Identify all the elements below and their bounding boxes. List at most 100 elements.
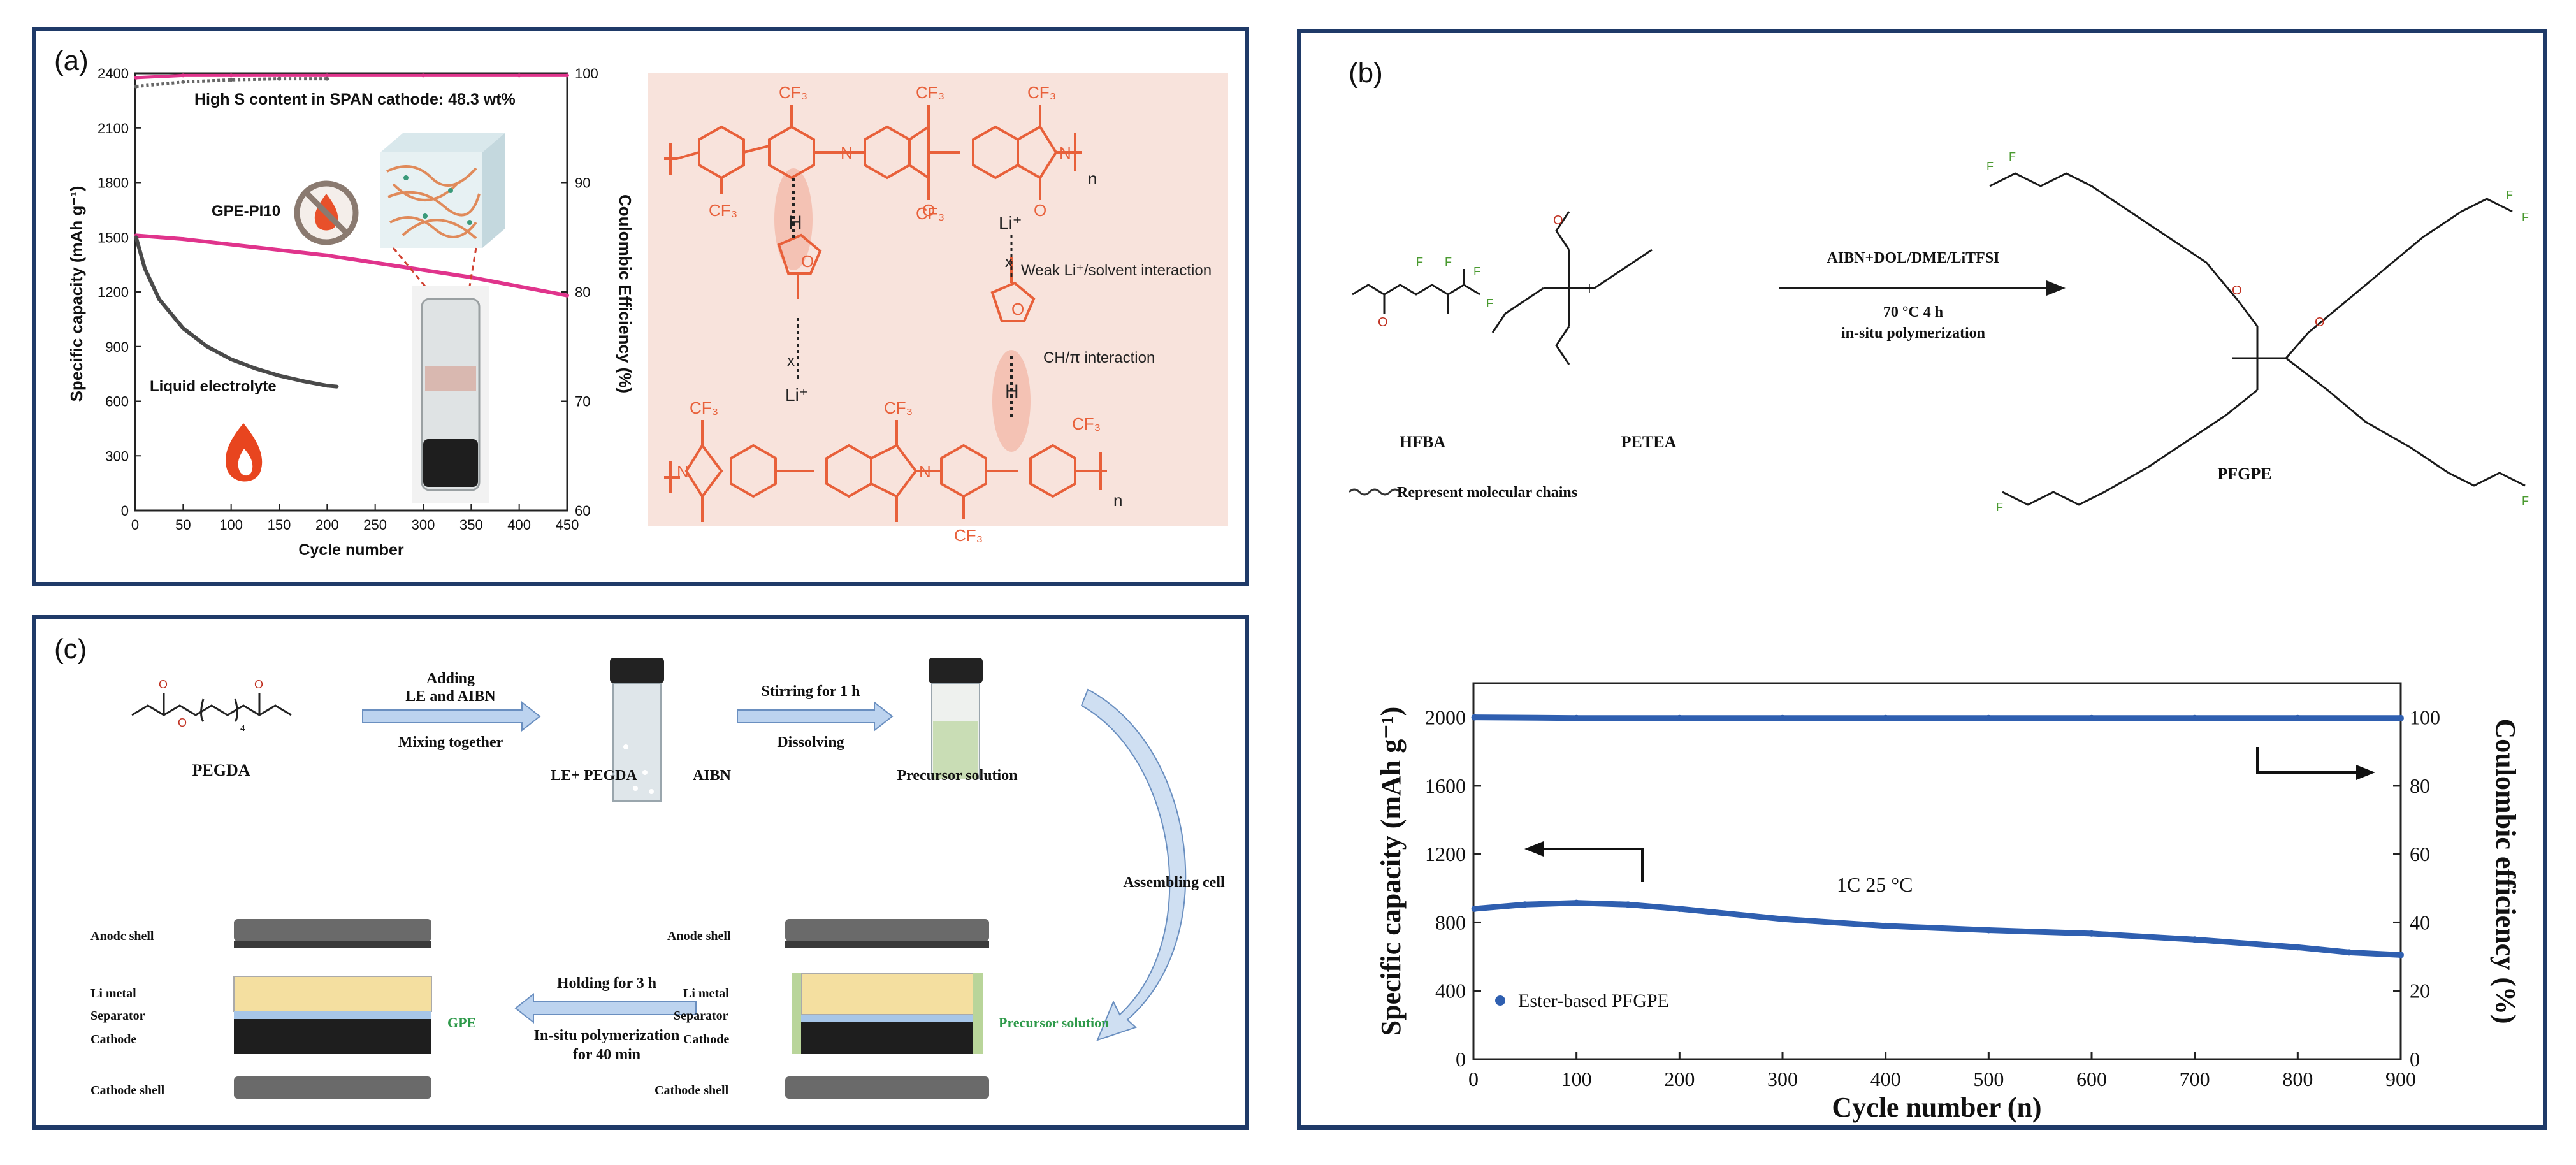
- right-axis-arrow: [2256, 747, 2356, 774]
- chart-b-y2tick-label: 20: [2410, 980, 2430, 1002]
- precursor-label: Precursor solution: [897, 767, 1017, 784]
- right-anode-shell: Anode shell: [667, 929, 731, 943]
- chart-a-series-0: [136, 233, 568, 298]
- cf3-label-2: CF₃: [709, 201, 737, 220]
- panel-b: (b) F F F F F F F: [1297, 29, 2547, 1130]
- hfba-label: HFBA: [1400, 433, 1445, 451]
- f-label-10: F: [2522, 495, 2529, 507]
- step1-bottom: Mixing together: [398, 734, 503, 751]
- chart-b-y2tick-label: 0: [2410, 1048, 2420, 1071]
- h-label-1: H: [788, 212, 802, 233]
- n-label-1: N: [841, 143, 853, 163]
- chart-b-xtick-label: 100: [1561, 1067, 1592, 1090]
- o-label-1: O: [801, 252, 814, 271]
- chart-b-point: [2398, 714, 2404, 721]
- chart-a-point: [301, 379, 305, 384]
- chart-b-point: [1882, 922, 1889, 929]
- chart-a-point: [373, 261, 377, 265]
- chart-b-point: [1573, 899, 1580, 906]
- chart-b-point: [1985, 714, 1992, 721]
- n-label-4: N: [919, 462, 931, 481]
- chart-b-ytick-label: 400: [1435, 980, 1466, 1002]
- chart-a-xtick-label: 100: [219, 517, 243, 533]
- chart-a-ytick-label: 1200: [98, 284, 129, 300]
- cf3-label-9: CF₃: [954, 526, 983, 545]
- chart-a-point: [143, 266, 147, 270]
- n-label-2: N: [1059, 143, 1071, 163]
- chart-b-xtick-label: 300: [1767, 1067, 1798, 1090]
- precursor-side-label: Precursor solution: [999, 1015, 1109, 1031]
- right-li-metal: Li metal: [683, 987, 729, 1001]
- left-anodc-shell: Anodc shell: [90, 929, 154, 943]
- o-label-b1: O: [1378, 315, 1388, 329]
- f-label-8: F: [2522, 211, 2529, 224]
- h-label-2: H: [1005, 381, 1019, 402]
- chart-a-point: [229, 357, 233, 361]
- chart-a-point: [134, 75, 138, 80]
- chart-a-point: [253, 366, 257, 371]
- chart-a-point: [181, 237, 185, 242]
- weak-interaction-label: Weak Li⁺/solvent interaction: [1021, 262, 1212, 279]
- chart-a-point: [181, 326, 185, 331]
- panel-a: (a) High S content in SPAN cathode: 48.3…: [32, 27, 1249, 586]
- chart-a-label-liquid: Liquid electrolyte: [150, 378, 277, 395]
- panel-c-svg: O O O 4 PEGDA Adding LE and AIBN Mixing …: [90, 658, 1225, 1099]
- chart-b-point: [2294, 944, 2301, 951]
- chart-b-xtick-label: 700: [2180, 1067, 2210, 1090]
- chart-a-point: [421, 73, 425, 78]
- panel-c: (c) O O O 4 PEGDA Adding LE and AIBN Mix…: [32, 615, 1249, 1130]
- chart-a-xtick-label: 400: [507, 517, 531, 533]
- chart-b-point: [2398, 952, 2404, 959]
- chart-b-point: [2191, 936, 2198, 943]
- chart-b-point: [1985, 927, 1992, 934]
- chart-b-xtick-label: 600: [2076, 1067, 2107, 1090]
- pegda-label: PEGDA: [192, 761, 250, 779]
- cf3-label-7: CF₃: [884, 398, 913, 417]
- chart-a-point: [157, 297, 161, 301]
- chart-b-frame: [1472, 682, 2402, 1060]
- o-label-3: O: [922, 201, 935, 220]
- left-separator: Separator: [90, 1009, 145, 1023]
- chart-b-xtick-label: 500: [1973, 1067, 2004, 1090]
- chart-b-point: [2346, 949, 2353, 956]
- chart-a-series-2: [136, 73, 567, 80]
- chart-b-point: [1882, 714, 1889, 721]
- chart-a-y2tick-label: 100: [575, 66, 598, 82]
- flame-icon: [226, 423, 263, 482]
- chart-a-point: [181, 73, 185, 78]
- chart-a-xtick-label: 450: [556, 517, 579, 533]
- chart-b-point: [2191, 714, 2198, 721]
- chart-a-ytick-label: 0: [121, 503, 129, 519]
- chart-b: Specific capacity (mAh g⁻¹) Coulombic ef…: [1375, 682, 2521, 1123]
- chart-a-ytick-label: 2400: [98, 66, 129, 82]
- chart-b-point: [2088, 930, 2095, 937]
- chart-a-ytick-label: 1800: [98, 175, 129, 191]
- chart-b-point: [1676, 906, 1683, 912]
- cf3-label-6: CF₃: [690, 398, 718, 417]
- chart-a-point: [277, 248, 281, 252]
- chart-b-legend: Ester-based PFGPE: [1518, 990, 1669, 1011]
- panel-b-svg: F F F F F F F F F F O O O O + AIBN+DOL/D…: [1348, 150, 2529, 1123]
- chart-a-point: [565, 293, 569, 298]
- chart-b-point: [1676, 714, 1683, 721]
- cf3-label-8: CF₃: [1072, 414, 1101, 433]
- vial1-left-label: LE+ PEGDA: [551, 767, 637, 784]
- oxygen-labels: O O O O: [1378, 213, 2325, 329]
- chart-a-point: [277, 76, 281, 81]
- chart-b-series-0: [1472, 900, 2404, 958]
- right-cathode-shell: Cathode shell: [655, 1083, 729, 1097]
- chart-a-point: [205, 344, 209, 349]
- chart-a-y2tick-label: 80: [575, 284, 590, 300]
- step3-mid: In-situ polymerization: [534, 1027, 680, 1044]
- chart-a-ytick-label: 2100: [98, 120, 129, 136]
- chart-a-xtick-label: 350: [459, 517, 483, 533]
- vial-precursor: [929, 658, 983, 779]
- chart-a-point: [421, 268, 425, 272]
- chart-a-point: [229, 78, 233, 82]
- cf3-label-4: CF₃: [916, 204, 944, 223]
- chart-b-ytick-label: 0: [1456, 1048, 1466, 1071]
- chart-a-y2tick-label: 60: [575, 503, 590, 519]
- chart-b-ytick-label: 1600: [1425, 774, 1466, 797]
- chart-b-point: [1573, 714, 1580, 721]
- step-arrow-3: [514, 992, 697, 1024]
